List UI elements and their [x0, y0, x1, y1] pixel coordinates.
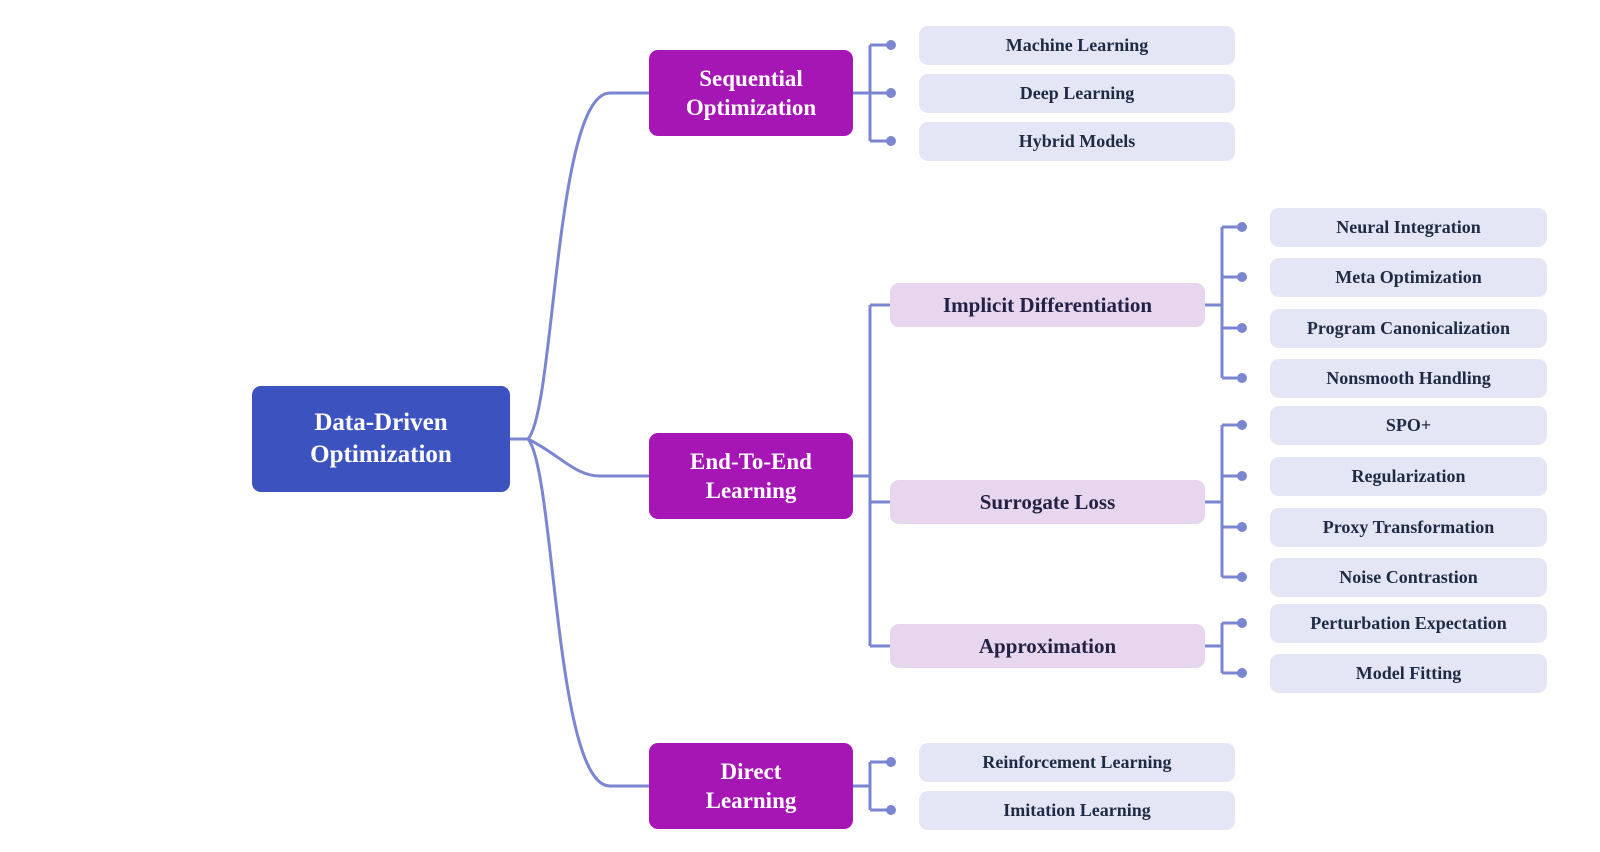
connector-dot	[1237, 572, 1247, 582]
connector-dot	[886, 805, 896, 815]
connector-dot	[1237, 222, 1247, 232]
leaf-node: SPO+	[1270, 406, 1547, 445]
connector-dot	[886, 136, 896, 146]
leaf-node: Meta Optimization	[1270, 258, 1547, 297]
leaf-node: Nonsmooth Handling	[1270, 359, 1547, 398]
connector-root-end-to-end	[510, 437, 649, 478]
connector-dot	[1237, 323, 1247, 333]
connector-dot	[1237, 618, 1247, 628]
connector-dot	[886, 40, 896, 50]
sequential-optimization-node: Sequential Optimization	[649, 50, 853, 136]
leaf-node: Proxy Transformation	[1270, 508, 1547, 547]
end-to-end-learning-node: End-To-End Learning	[649, 433, 853, 519]
root-node: Data-Driven Optimization	[252, 386, 510, 492]
connector-sequential-leaves	[853, 43, 891, 143]
direct-learning-node: Direct Learning	[649, 743, 853, 829]
surrogate-loss-node: Surrogate Loss	[890, 480, 1205, 524]
approximation-node: Approximation	[890, 624, 1205, 668]
connector-dot	[1237, 522, 1247, 532]
connector-root-direct	[510, 437, 649, 788]
connector-end-to-end-groups	[853, 303, 890, 648]
leaf-node: Model Fitting	[1270, 654, 1547, 693]
leaf-node: Regularization	[1270, 457, 1547, 496]
connector-approximation-leaves	[1205, 621, 1242, 675]
connector-dot	[1237, 272, 1247, 282]
connector-implicit-leaves	[1205, 225, 1242, 380]
leaf-node: Hybrid Models	[919, 122, 1235, 161]
connector-direct-leaves	[853, 760, 891, 812]
connector-dot	[886, 757, 896, 767]
connector-root-sequential	[510, 91, 649, 441]
connector-dot	[1237, 420, 1247, 430]
connector-dot	[886, 88, 896, 98]
leaf-node: Perturbation Expectation	[1270, 604, 1547, 643]
leaf-node: Reinforcement Learning	[919, 743, 1235, 782]
leaf-node: Machine Learning	[919, 26, 1235, 65]
connector-dot	[1237, 471, 1247, 481]
implicit-differentiation-node: Implicit Differentiation	[890, 283, 1205, 327]
connector-dot	[1237, 668, 1247, 678]
leaf-node: Program Canonicalization	[1270, 309, 1547, 348]
leaf-node: Deep Learning	[919, 74, 1235, 113]
leaf-node: Noise Contrastion	[1270, 558, 1547, 597]
connector-dot	[1237, 373, 1247, 383]
leaf-node: Imitation Learning	[919, 791, 1235, 830]
leaf-node: Neural Integration	[1270, 208, 1547, 247]
connector-surrogate-leaves	[1205, 423, 1242, 579]
